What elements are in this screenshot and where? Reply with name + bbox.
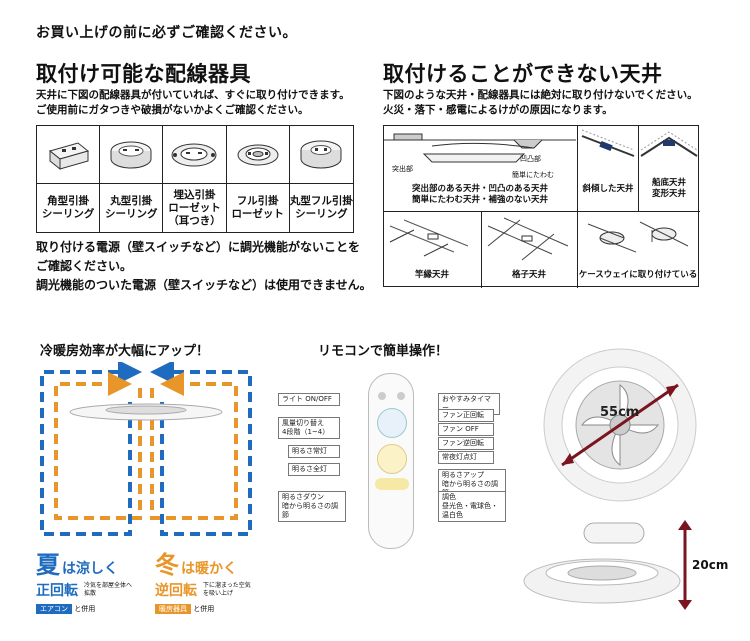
- label-brightness-full: 明るさ全灯: [288, 463, 340, 476]
- remote-fan-dial[interactable]: [377, 408, 407, 438]
- label-brightness-night: 明るさ常灯: [288, 445, 340, 458]
- airflow-diagram: [40, 362, 252, 536]
- dimmer-warning: 取り付ける電源（壁スイッチなど）に調光機能がないことを ご確認ください。 調光機…: [36, 240, 372, 292]
- label-brightness-down: 明るさダウン 暗から明るさの調節: [278, 491, 346, 522]
- lattice-ceiling-icon: [487, 217, 569, 261]
- remote-light-dial[interactable]: [377, 444, 407, 474]
- remote-power-button[interactable]: [378, 392, 386, 400]
- winter-text: は暖かく: [181, 561, 237, 577]
- notice-text: お買い上げの前に必ずご確認ください。: [36, 25, 297, 41]
- caption-boat: 船底天井 変形天井: [651, 178, 686, 199]
- winter-tag2: と併用: [193, 605, 215, 613]
- right-desc: 下図のような天井・配線器具には絶対に取り付けないでください。 火災・落下・感電に…: [383, 89, 698, 116]
- remote-body: [368, 373, 414, 549]
- right-title: 取付けることができない天井: [383, 62, 663, 86]
- fixture-round-full-ceiling: 丸型フル引掛 シーリング: [289, 126, 353, 232]
- fixture-embedded-rosette: 埋込引掛 ローゼット （耳つき）: [163, 126, 227, 232]
- summer-tag2: と併用: [74, 605, 96, 613]
- summer-text: は涼しく: [62, 561, 118, 577]
- ng-boat-panel: 船底天井 変形天井: [639, 126, 700, 212]
- fixture-full-rosette: フル引掛 ローゼット: [226, 126, 290, 232]
- ng-lattice-panel: 格子天井: [482, 212, 578, 288]
- round-full-ceiling-icon: [300, 140, 342, 168]
- winter-block: 冬 は暖かく 逆回転 下に溜まった空気 を吸い上げ 暖房器具 と併用: [155, 545, 267, 614]
- airflow-title: 冷暖房効率が大幅にアップ！: [40, 344, 210, 359]
- ng-beam-panel: 竿縁天井: [384, 212, 482, 288]
- label-night-light: 常夜灯点灯: [438, 451, 494, 464]
- label-bend: 簡単にたわむ: [512, 171, 554, 179]
- left-title: 取付け可能な配線器具: [36, 62, 251, 86]
- beam-ceiling-icon: [389, 219, 469, 257]
- height-arrow: [678, 520, 692, 610]
- label-fan-forward: ファン正回転: [438, 409, 494, 422]
- protrusion-ceiling-icon: [384, 133, 576, 163]
- ng-ceiling-grid: 突出部 凹凸部 簡単にたわむ 突出部のある天井・凹凸のある天井 簡単にたわむ天井…: [383, 125, 700, 288]
- label-fan-reverse: ファン逆回転: [438, 437, 494, 450]
- label-fan-speed: 風量切り替え 4段階（1~4）: [278, 417, 340, 439]
- caption-protrusion: 突出部のある天井・凹凸のある天井 簡単にたわむ天井・補強のない天井: [411, 184, 548, 205]
- fixture-square-ceiling: 角型引掛 シーリング: [37, 126, 101, 232]
- round-ceiling-icon: [110, 141, 152, 168]
- embedded-rosette-icon: [171, 143, 217, 166]
- caption-beam: 竿縁天井: [414, 270, 449, 280]
- diameter-label: 55cm: [600, 405, 640, 420]
- square-ceiling-icon: [49, 141, 90, 170]
- caption-lattice: 格子天井: [511, 270, 546, 280]
- slanted-ceiling-icon: [581, 129, 635, 157]
- boat-ceiling-icon: [640, 131, 698, 157]
- caption-slanted: 斜傾した天井: [582, 184, 634, 194]
- fixture-grid: 角型引掛 シーリング 丸型引掛 シーリング 埋込引掛 ローゼット （耳つき） フ…: [36, 125, 354, 233]
- summer-big: 夏: [36, 551, 60, 579]
- label-protrusion: 突出部: [392, 165, 413, 173]
- product-top-view: [543, 348, 697, 502]
- remote-title: リモコンで簡単操作！: [318, 344, 449, 359]
- summer-tag: エアコン: [36, 604, 72, 614]
- summer-mode: 正回転: [36, 583, 78, 599]
- left-desc: 天井に下図の配線器具が付いていれば、すぐに取り付けできます。 ご使用前にガタつき…: [36, 89, 350, 116]
- label-fan-off: ファン OFF: [438, 423, 494, 436]
- ng-protrude-panel: 突出部 凹凸部 簡単にたわむ 突出部のある天井・凹凸のある天井 簡単にたわむ天井…: [384, 126, 578, 212]
- summer-block: 夏 は涼しく 正回転 冷気を部屋全体へ 拡散 エアコン と併用: [36, 545, 148, 614]
- winter-tag: 暖房器具: [155, 604, 191, 614]
- summer-sub: 冷気を部屋全体へ 拡散: [84, 582, 133, 597]
- label-bump: 凹凸部: [520, 155, 541, 163]
- winter-mode: 逆回転: [155, 583, 197, 599]
- height-label: 20cm: [692, 558, 729, 572]
- caption-caseway: ケースウェイに取り付けている: [578, 270, 698, 280]
- label-color-tone: 調色 昼光色・電球色・温白色: [438, 491, 506, 522]
- full-rosette-icon: [237, 144, 279, 165]
- winter-sub: 下に溜まった空気 を吸い上げ: [203, 582, 251, 597]
- winter-big: 冬: [155, 551, 179, 579]
- ng-caseway-panel: ケースウェイに取り付けている: [578, 212, 700, 288]
- remote-brightness-row[interactable]: [375, 478, 409, 490]
- product-side-view: [523, 522, 681, 604]
- ng-slanted-panel: 斜傾した天井: [578, 126, 639, 212]
- caseway-icon: [587, 221, 689, 253]
- label-light-onoff: ライト ON/OFF: [278, 393, 340, 406]
- fixture-round-ceiling: 丸型引掛 シーリング: [100, 126, 164, 232]
- remote-timer-button[interactable]: [397, 392, 405, 400]
